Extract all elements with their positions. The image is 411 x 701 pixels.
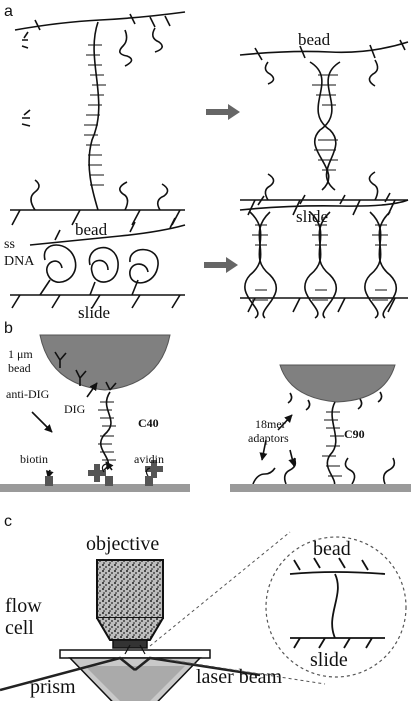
adaptors-line2: adaptors (248, 431, 289, 445)
arrow-a-top-head (228, 104, 240, 120)
arrow-a-bottom-head (226, 257, 238, 273)
inset-bead-label: bead (313, 538, 351, 560)
cell-label: cell (5, 617, 34, 639)
inset-slide-label: slide (310, 649, 348, 671)
dig-label: DIG (64, 402, 86, 416)
c90-label: C90 (344, 427, 365, 441)
panel-label-a: a (4, 3, 13, 20)
adaptors-line1: 18mer (255, 417, 286, 431)
zoom-inset (265, 536, 407, 678)
bead-label-a-bottom: bead (75, 220, 108, 239)
flow-label: flow (5, 595, 42, 617)
avidin-label: avidin (134, 452, 164, 466)
c40-label: C40 (138, 416, 159, 430)
panel-a-top-left (10, 11, 186, 226)
panel-label-c: c (4, 513, 12, 530)
panel-b-left (0, 334, 190, 492)
prism-label: prism (30, 676, 76, 698)
bead-size-line2: bead (8, 361, 31, 375)
panel-a-bottom-right (239, 192, 409, 319)
slide-label-a-bottom: slide (78, 303, 110, 322)
dna-label: DNA (4, 254, 35, 269)
laser-beam-label: laser beam (196, 666, 283, 688)
panel-label-b: b (4, 320, 13, 337)
zoom-guide-lines (149, 531, 326, 685)
objective-label: objective (86, 533, 159, 555)
biotin-label: biotin (20, 452, 48, 466)
slide-label-a-top: slide (296, 207, 328, 226)
anti-dig-label: anti-DIG (6, 387, 50, 401)
panel-b-right (230, 364, 411, 492)
bead-size-line1: 1 μm (8, 347, 33, 361)
ss-label: ss (4, 237, 15, 252)
panel-c-setup (0, 559, 261, 701)
panel-a-top-right (239, 39, 409, 216)
bead-label-a-top: bead (298, 30, 331, 49)
panel-a-bottom-left (10, 217, 186, 309)
